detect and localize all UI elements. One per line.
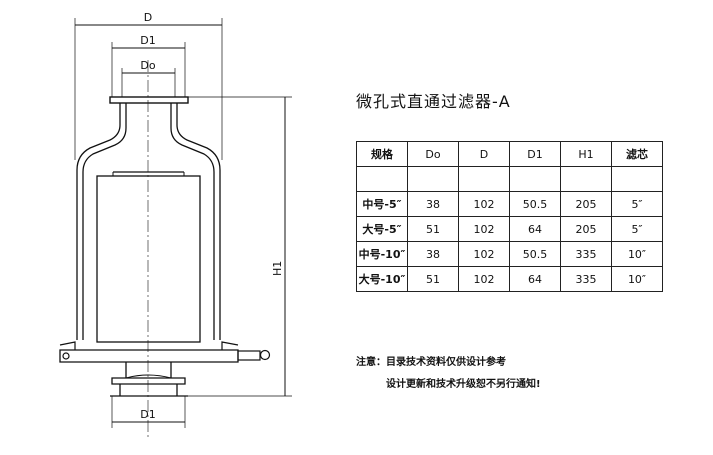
table-row bbox=[356, 166, 663, 192]
bottom-flange bbox=[59, 349, 239, 363]
table-cell bbox=[560, 166, 612, 192]
clamp-bolt bbox=[237, 350, 261, 361]
svg-text:D: D bbox=[144, 11, 152, 24]
dimension-D1-top: D1 bbox=[111, 34, 186, 97]
table-cell: 205 bbox=[560, 191, 612, 217]
table-cell bbox=[611, 166, 663, 192]
table-cell: 5″ bbox=[611, 216, 663, 242]
table-cell: 335 bbox=[560, 266, 612, 292]
header-cell: D1 bbox=[509, 141, 561, 167]
table-cell: 中号-5″ bbox=[356, 191, 408, 217]
table-cell: 335 bbox=[560, 241, 612, 267]
table-cell: 102 bbox=[458, 241, 510, 267]
table-cell: 205 bbox=[560, 216, 612, 242]
dimension-D1-bottom: D1 bbox=[111, 396, 186, 428]
table-cell: 中号-10″ bbox=[356, 241, 408, 267]
header-cell: 规格 bbox=[356, 141, 408, 167]
note-line-1: 注意：目录技术资料仅供设计参考 bbox=[356, 357, 506, 368]
housing-shell bbox=[76, 103, 221, 340]
header-cell: 滤芯 bbox=[611, 141, 663, 167]
table-cell: 51 bbox=[407, 266, 459, 292]
table-cell bbox=[356, 166, 408, 192]
table-cell bbox=[407, 166, 459, 192]
dimension-Do: Do bbox=[121, 59, 176, 97]
table-cell: 38 bbox=[407, 191, 459, 217]
dimension-D: D bbox=[74, 11, 223, 160]
table-cell: 102 bbox=[458, 216, 510, 242]
top-flange bbox=[109, 96, 189, 104]
dimension-H1: H1 bbox=[188, 96, 292, 397]
table-cell: 102 bbox=[458, 266, 510, 292]
table-cell: 64 bbox=[509, 216, 561, 242]
table-cell bbox=[458, 166, 510, 192]
svg-text:D1: D1 bbox=[140, 408, 155, 421]
header-cell: H1 bbox=[560, 141, 612, 167]
table-cell: 10″ bbox=[611, 266, 663, 292]
outlet bbox=[110, 362, 188, 397]
table-cell bbox=[509, 166, 561, 192]
table-cell: 64 bbox=[509, 266, 561, 292]
table-cell: 50.5 bbox=[509, 191, 561, 217]
table-cell: 大号-5″ bbox=[356, 216, 408, 242]
table-cell: 5″ bbox=[611, 191, 663, 217]
table-cell: 大号-10″ bbox=[356, 266, 408, 292]
svg-text:D1: D1 bbox=[140, 34, 155, 47]
table-cell: 38 bbox=[407, 241, 459, 267]
table-cell: 102 bbox=[458, 191, 510, 217]
header-cell: Do bbox=[407, 141, 459, 167]
table-cell: 51 bbox=[407, 216, 459, 242]
table-cell: 50.5 bbox=[509, 241, 561, 267]
filter-cartridge bbox=[96, 175, 201, 343]
header-cell: D bbox=[458, 141, 510, 167]
drawing-title: 微孔式直通过滤器-A bbox=[356, 92, 511, 111]
note-line-2: 设计更新和技术升级恕不另行通知! bbox=[386, 379, 541, 390]
table-header-row: 规格 Do D D1 H1 滤芯 bbox=[356, 141, 663, 167]
svg-text:H1: H1 bbox=[271, 261, 284, 276]
table-cell: 10″ bbox=[611, 241, 663, 267]
